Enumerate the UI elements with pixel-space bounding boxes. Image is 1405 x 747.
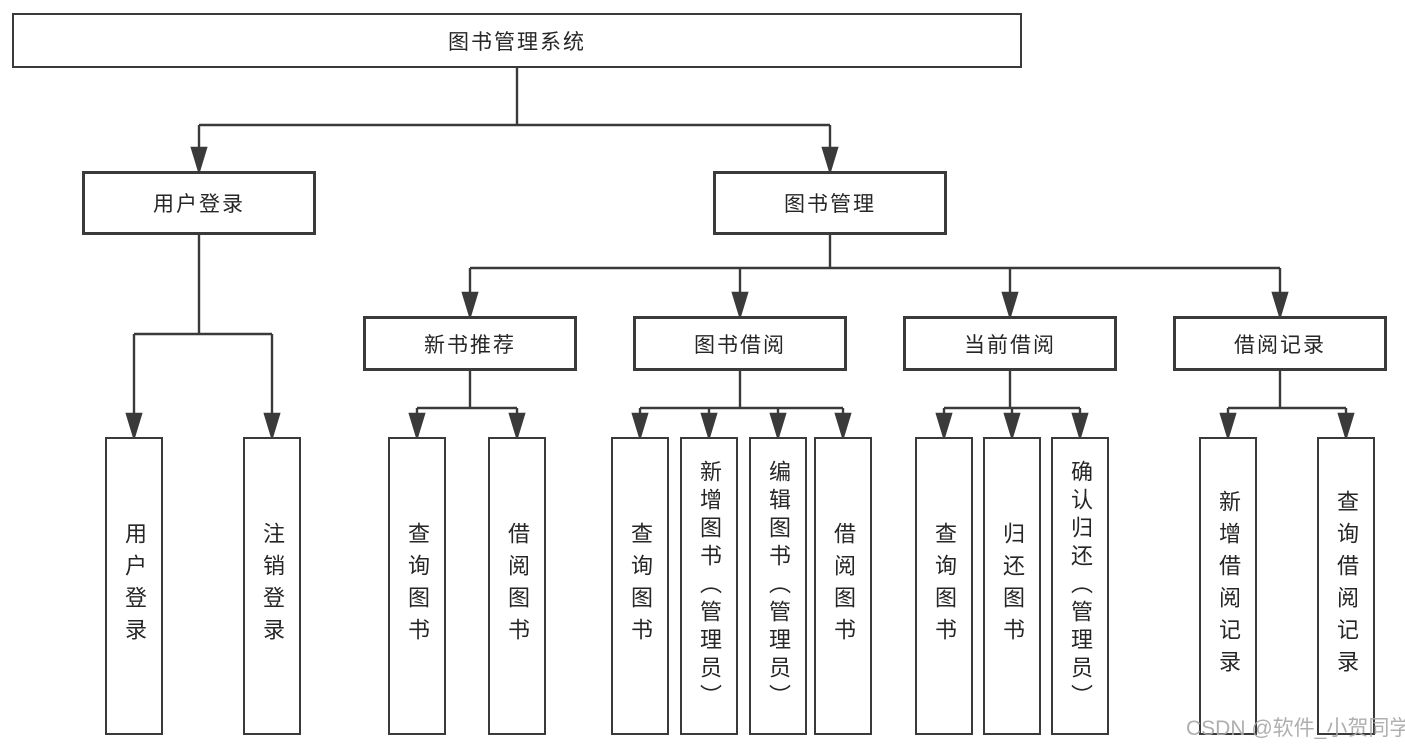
connector-borrowing-records-to-leaves	[1219, 371, 1355, 442]
node-borrowing-records: 借阅记录	[1173, 316, 1387, 371]
leaf-logout-label: 注销登录	[260, 522, 285, 650]
leaf-query-books-current-label: 查询图书	[932, 522, 957, 650]
leaf-query-books-recommend: 查询图书	[388, 437, 446, 735]
leaf-add-borrow-record-label: 新增借阅记录	[1216, 490, 1241, 682]
leaf-add-borrow-record: 新增借阅记录	[1199, 437, 1257, 735]
leaf-query-books-recommend-label: 查询图书	[405, 522, 430, 650]
leaf-borrow-books-borrowing: 借阅图书	[814, 437, 872, 735]
node-new-book-recommend: 新书推荐	[363, 316, 577, 371]
connector-book-management-to-level3	[461, 235, 1289, 321]
leaf-query-books-borrowing: 查询图书	[611, 437, 669, 735]
leaf-confirm-return-admin: 确认归还（管理员）	[1051, 437, 1109, 735]
connector-root-to-level2	[190, 68, 839, 176]
node-user-login-label: 用户登录	[153, 193, 245, 216]
leaf-add-book-admin-label: 新增图书（管理员）	[697, 460, 722, 712]
leaf-logout: 注销登录	[243, 437, 301, 735]
leaf-edit-book-admin-label: 编辑图书（管理员）	[766, 460, 791, 712]
leaf-query-borrow-record: 查询借阅记录	[1317, 437, 1375, 735]
connector-book-borrowing-to-leaves	[631, 371, 852, 442]
connector-new-book-recommend-to-leaves	[408, 371, 526, 442]
connector-user-login-to-leaves	[125, 235, 281, 442]
node-root-library-management-system: 图书管理系统	[12, 13, 1022, 68]
node-book-management: 图书管理	[713, 171, 947, 235]
csdn-watermark: CSDN @软件_小贺同学	[1186, 717, 1405, 740]
node-root-label: 图书管理系统	[448, 30, 586, 54]
node-borrowing-records-label: 借阅记录	[1234, 333, 1326, 357]
leaf-confirm-return-admin-label: 确认归还（管理员）	[1068, 460, 1093, 712]
connector-current-borrowing-to-leaves	[935, 371, 1089, 442]
leaf-borrow-books-recommend: 借阅图书	[488, 437, 546, 735]
leaf-return-book-label: 归还图书	[1000, 522, 1025, 650]
leaf-user-login: 用户登录	[105, 437, 163, 735]
leaf-query-books-borrowing-label: 查询图书	[628, 522, 653, 650]
leaf-borrow-books-recommend-label: 借阅图书	[505, 522, 530, 650]
node-user-login: 用户登录	[82, 171, 316, 235]
node-book-borrowing: 图书借阅	[633, 316, 847, 371]
leaf-return-book: 归还图书	[983, 437, 1041, 735]
node-current-borrowing: 当前借阅	[903, 316, 1117, 371]
node-book-borrowing-label: 图书借阅	[694, 333, 786, 357]
node-new-book-recommend-label: 新书推荐	[424, 333, 516, 357]
node-book-management-label: 图书管理	[784, 193, 876, 216]
leaf-add-book-admin: 新增图书（管理员）	[680, 437, 738, 735]
leaf-user-login-label: 用户登录	[122, 522, 147, 650]
node-current-borrowing-label: 当前借阅	[964, 333, 1056, 357]
leaf-edit-book-admin: 编辑图书（管理员）	[749, 437, 807, 735]
leaf-borrow-books-borrowing-label: 借阅图书	[831, 522, 856, 650]
leaf-query-books-current: 查询图书	[915, 437, 973, 735]
leaf-query-borrow-record-label: 查询借阅记录	[1334, 490, 1359, 682]
